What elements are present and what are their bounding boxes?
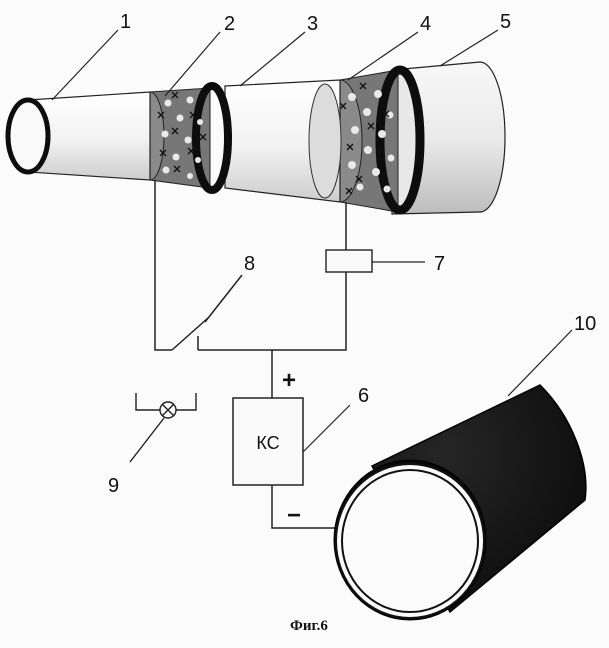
label-1: 1 [120, 11, 131, 33]
label-3: 3 [307, 13, 318, 35]
label-10: 10 [574, 313, 596, 335]
label-2: 2 [224, 13, 235, 35]
plus-sign: + [282, 367, 296, 394]
minus-sign: − [287, 502, 301, 529]
switch-icon [172, 275, 242, 350]
control-station-label: КС [256, 433, 279, 453]
lamp-icon [130, 393, 196, 462]
base-pipe-layer-1 [8, 92, 150, 180]
label-6: 6 [358, 385, 369, 407]
sleeve-layer-3 [225, 80, 341, 202]
protected-pipeline-10 [334, 385, 586, 620]
label-5: 5 [500, 11, 511, 33]
label-9: 9 [108, 475, 119, 497]
meter-icon [326, 250, 372, 272]
label-7: 7 [434, 253, 445, 275]
label-8: 8 [244, 253, 255, 275]
label-4: 4 [420, 13, 431, 35]
figure-caption: Фиг.6 [290, 618, 328, 634]
